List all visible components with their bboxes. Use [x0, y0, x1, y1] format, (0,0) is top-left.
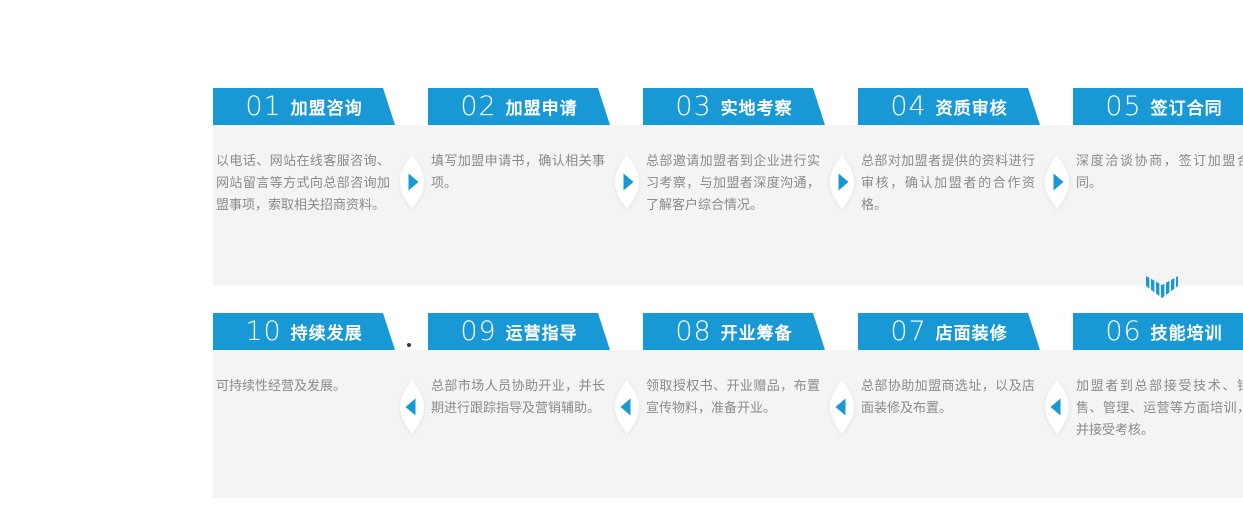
step-header: 04 资质审核	[858, 88, 1040, 125]
step-number: 02	[460, 91, 497, 122]
flow-connector	[825, 88, 858, 216]
step-header: 01 加盟咨询	[213, 88, 395, 125]
step-card: 10 持续发展 可持续性经营及发展。	[213, 313, 395, 441]
step-description: 总部市场人员协助开业，并长期进行跟踪指导及营销辅助。	[431, 378, 605, 415]
step-title: 持续发展	[290, 324, 363, 343]
step-title: 开业筹备	[720, 324, 793, 343]
step-description: 加盟者到总部接受技术、销售、管理、运营等方面培训，并接受考核。	[1076, 378, 1243, 437]
step-header: 02 加盟申请	[428, 88, 610, 125]
step-title: 实地考察	[720, 99, 793, 118]
step-description: 以电话、网站在线客服咨询、网站留言等方式向总部咨询加盟事项，索取相关招商资料。	[216, 153, 390, 212]
step-title: 技能培训	[1150, 324, 1223, 343]
step-number: 05	[1105, 91, 1142, 122]
step-card: 03 实地考察 总部邀请加盟者到企业进行实习考察，与加盟者深度沟通，了解客户综合…	[643, 88, 825, 216]
step-card: 06 技能培训 加盟者到总部接受技术、销售、管理、运营等方面培训，并接受考核。	[1073, 313, 1243, 441]
row-background-band	[213, 350, 1243, 498]
step-title: 签订合同	[1150, 99, 1223, 118]
step-description: 深度洽谈协商，签订加盟合同。	[1076, 153, 1243, 190]
step-description: 填写加盟申请书，确认相关事项。	[431, 153, 605, 190]
step-number: 01	[245, 91, 282, 122]
step-title: 加盟申请	[505, 99, 578, 118]
step-title: 店面装修	[935, 324, 1008, 343]
step-header: 08 开业筹备	[643, 313, 825, 350]
flow-connector	[610, 313, 643, 441]
step-description: 总部协助加盟商选址，以及店面装修及布置。	[861, 378, 1035, 415]
down-arrow-icon	[1146, 276, 1178, 298]
stray-dot	[407, 343, 411, 347]
flow-connector	[395, 88, 428, 216]
step-header: 06 技能培训	[1073, 313, 1243, 350]
flow-arrow-icon	[827, 380, 857, 434]
row-strip: 10 持续发展 可持续性经营及发展。 09 运营指导 总部市场人员协助开业，并长…	[213, 313, 1243, 441]
row-background-band	[213, 125, 1243, 285]
step-card: 09 运营指导 总部市场人员协助开业，并长期进行跟踪指导及营销辅助。	[428, 313, 610, 441]
step-card: 07 店面装修 总部协助加盟商选址，以及店面装修及布置。	[858, 313, 1040, 441]
flow-row-bottom: 10 持续发展 可持续性经营及发展。 09 运营指导 总部市场人员协助开业，并长…	[213, 313, 1243, 498]
flow-arrow-icon	[1042, 155, 1072, 209]
step-number: 03	[675, 91, 712, 122]
step-card: 04 资质审核 总部对加盟者提供的资料进行审核，确认加盟者的合作资格。	[858, 88, 1040, 216]
step-card: 01 加盟咨询 以电话、网站在线客服咨询、网站留言等方式向总部咨询加盟事项，索取…	[213, 88, 395, 216]
step-description: 领取授权书、开业赠品，布置宣传物料，准备开业。	[646, 378, 820, 415]
flow-connector	[1040, 313, 1073, 441]
step-number: 04	[890, 91, 927, 122]
step-header: 10 持续发展	[213, 313, 395, 350]
step-card: 02 加盟申请 填写加盟申请书，确认相关事项。	[428, 88, 610, 216]
step-number: 10	[245, 316, 282, 347]
step-title: 加盟咨询	[290, 99, 363, 118]
step-number: 09	[460, 316, 497, 347]
flow-connector	[1040, 88, 1073, 216]
step-description: 可持续性经营及发展。	[216, 378, 347, 393]
flow-arrow-icon	[612, 155, 642, 209]
flow-arrow-icon	[612, 380, 642, 434]
step-header: 03 实地考察	[643, 88, 825, 125]
step-number: 07	[890, 316, 927, 347]
step-card: 08 开业筹备 领取授权书、开业赠品，布置宣传物料，准备开业。	[643, 313, 825, 441]
flow-connector	[825, 313, 858, 441]
step-title: 资质审核	[935, 99, 1008, 118]
flow-arrow-icon	[397, 155, 427, 209]
row-strip: 01 加盟咨询 以电话、网站在线客服咨询、网站留言等方式向总部咨询加盟事项，索取…	[213, 88, 1243, 216]
flow-row-top: 01 加盟咨询 以电话、网站在线客服咨询、网站留言等方式向总部咨询加盟事项，索取…	[213, 88, 1243, 285]
step-header: 05 签订合同	[1073, 88, 1243, 125]
step-header: 07 店面装修	[858, 313, 1040, 350]
step-title: 运营指导	[505, 324, 578, 343]
step-description: 总部对加盟者提供的资料进行审核，确认加盟者的合作资格。	[861, 153, 1035, 212]
flow-arrow-icon	[1042, 380, 1072, 434]
step-number: 08	[675, 316, 712, 347]
flow-connector	[395, 313, 428, 441]
step-header: 09 运营指导	[428, 313, 610, 350]
flow-arrow-icon	[397, 380, 427, 434]
flow-connector	[610, 88, 643, 216]
step-card: 05 签订合同 深度洽谈协商，签订加盟合同。	[1073, 88, 1243, 216]
step-number: 06	[1105, 316, 1142, 347]
flow-arrow-icon	[827, 155, 857, 209]
step-description: 总部邀请加盟者到企业进行实习考察，与加盟者深度沟通，了解客户综合情况。	[646, 153, 820, 212]
